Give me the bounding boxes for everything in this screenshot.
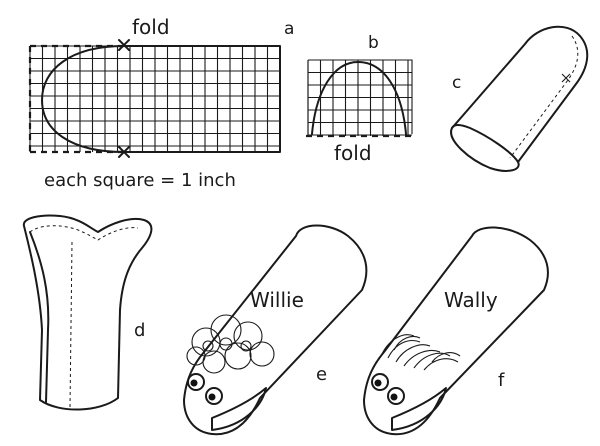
puppet-e-eye-left <box>187 373 205 391</box>
fold-label-a: fold <box>132 15 170 39</box>
pattern-a: fold a each square = 1 inch <box>28 15 294 191</box>
pattern-a-dashed-edge <box>28 44 124 154</box>
step-d-flattened-puppet: d <box>22 214 153 411</box>
puppet-f-eye-right <box>387 387 405 405</box>
puppet-e-curly-hair <box>186 314 275 374</box>
puppet-d-outline <box>22 214 153 411</box>
puppet-f-name: Wally <box>444 288 498 312</box>
label-a: a <box>284 19 294 39</box>
label-b: b <box>368 33 379 53</box>
tube-c-opening <box>450 124 520 172</box>
label-c: c <box>452 73 461 93</box>
step-f-wally-puppet: Wally f <box>363 226 549 436</box>
puppet-d-center-seam <box>69 241 73 409</box>
x-mark-c <box>561 73 571 83</box>
step-c-sewn-tube: c <box>450 25 589 172</box>
pattern-a-fold-edge <box>123 45 281 153</box>
fold-label-b: fold <box>334 141 372 165</box>
tube-c-seam <box>509 35 579 159</box>
x-mark-bottom <box>118 146 130 158</box>
tube-c-outline <box>451 25 589 163</box>
step-e-willie-puppet: Willie e <box>183 224 368 436</box>
pattern-a-outline <box>41 45 125 153</box>
scale-note: each square = 1 inch <box>44 170 236 191</box>
puppet-e-mouth <box>211 387 267 431</box>
puppet-d-left-fold <box>29 231 50 403</box>
puppet-f-eye-left <box>371 373 389 391</box>
label-e: e <box>316 364 327 385</box>
label-d: d <box>134 320 145 341</box>
x-mark-top <box>118 39 130 51</box>
puppet-e-eye-right <box>205 387 223 405</box>
grid-b <box>307 59 412 136</box>
pattern-b-border <box>307 59 413 134</box>
puppet-d-top-seam <box>29 225 139 241</box>
label-f: f <box>498 370 505 391</box>
puppet-e-body <box>183 224 368 436</box>
puppet-f-body <box>363 226 549 436</box>
puppet-e-name: Willie <box>250 288 304 312</box>
puppet-f-hair-strands <box>381 334 461 371</box>
puppet-f-mouth <box>391 387 447 431</box>
grid-a <box>29 45 281 152</box>
pattern-b: b fold <box>306 33 413 165</box>
pattern-b-outline <box>311 61 407 135</box>
